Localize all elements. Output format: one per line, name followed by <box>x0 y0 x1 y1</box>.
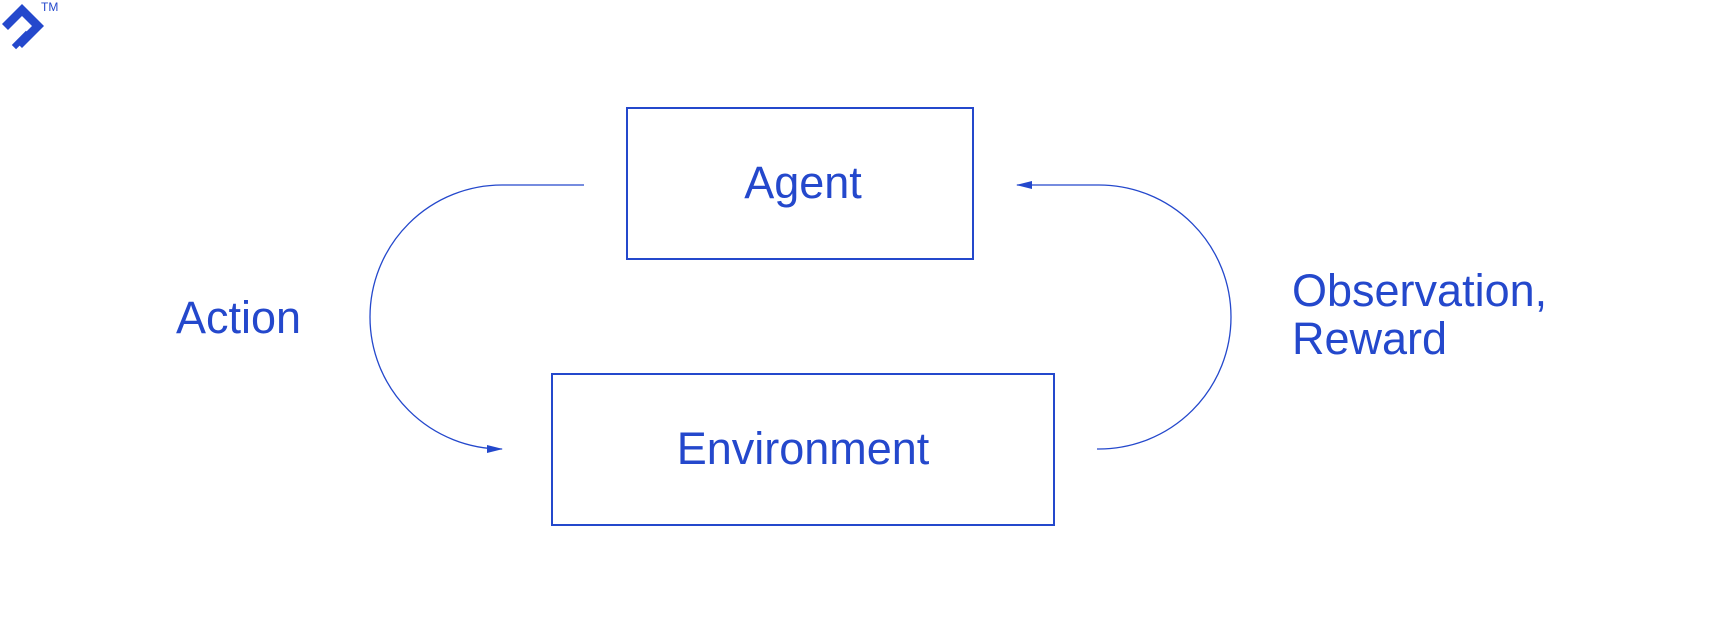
feedback-arrow <box>1016 181 1232 450</box>
environment-box <box>551 373 1055 526</box>
trademark-mark: TM <box>41 0 58 14</box>
agent-label: Agent <box>744 157 862 208</box>
toptal-logo-icon <box>2 4 44 50</box>
feedback-label-line2: Reward <box>1292 313 1447 364</box>
environment-label: Environment <box>677 423 930 474</box>
action-label: Action <box>176 292 301 343</box>
action-arrow <box>369 184 584 453</box>
feedback-label-line1: Observation, <box>1292 265 1547 316</box>
agent-box <box>626 107 974 260</box>
